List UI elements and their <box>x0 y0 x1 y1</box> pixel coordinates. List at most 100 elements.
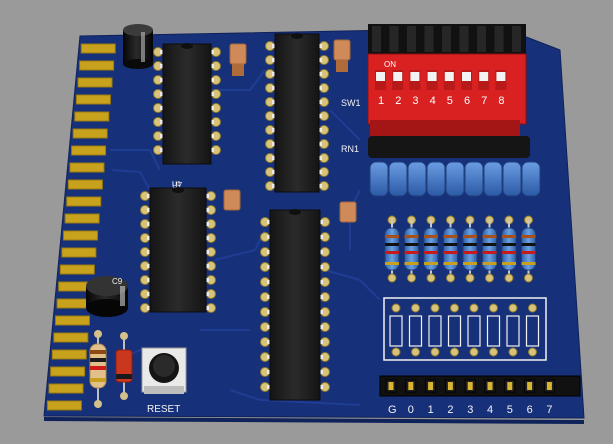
ic-chip-top-left: U7 <box>153 43 221 190</box>
network-resistor <box>464 161 484 197</box>
header-label-3: 3 <box>467 404 473 416</box>
header-pin-G[interactable] <box>388 382 394 390</box>
header-pin-0[interactable] <box>408 382 414 390</box>
network-resistor <box>483 161 503 197</box>
ic-label-u7: U7 <box>172 181 183 190</box>
resistor-row <box>384 215 536 283</box>
resistor <box>521 227 536 271</box>
resistor <box>443 227 458 271</box>
switch-toggle-2[interactable] <box>393 72 403 81</box>
capacitor-label-c9: C9 <box>112 277 123 286</box>
header-label-5: 5 <box>507 404 513 416</box>
switch-number-5: 5 <box>447 95 453 107</box>
switch-toggle-3[interactable] <box>410 72 420 81</box>
switch-number-2: 2 <box>395 95 401 107</box>
gold-finger <box>64 213 100 224</box>
header-label-0: 0 <box>408 404 414 416</box>
switch-number-4: 4 <box>430 95 436 107</box>
led-outline <box>467 315 481 347</box>
header-pin-2[interactable] <box>447 382 453 390</box>
switch-toggle-6[interactable] <box>462 72 471 81</box>
network-resistor <box>369 161 389 197</box>
electrolytic-capacitor-top <box>123 24 153 69</box>
gold-finger <box>59 264 95 275</box>
resistor <box>404 227 419 271</box>
led-outline <box>408 315 423 347</box>
gold-finger <box>77 77 113 88</box>
header-pin-6[interactable] <box>527 382 533 390</box>
gold-finger <box>50 366 86 377</box>
header-label-2: 2 <box>447 404 453 416</box>
network-resistor <box>388 161 408 197</box>
electrolytic-capacitor-c9: C9 <box>86 276 128 317</box>
led-outline <box>486 315 501 347</box>
switch-toggle-4[interactable] <box>427 72 437 81</box>
network-resistor <box>521 161 541 197</box>
resistor <box>482 227 497 271</box>
switch-toggle-7[interactable] <box>479 72 489 81</box>
resistor-network <box>368 136 541 197</box>
header-pin-7[interactable] <box>546 382 552 390</box>
led-outline <box>428 315 442 347</box>
led-bar-footprints <box>383 297 547 361</box>
ic-label-u1: U1 <box>172 181 181 188</box>
header-pin-1[interactable] <box>428 382 434 390</box>
capacitor-c4 <box>339 201 357 223</box>
ic-chip-bottom-middle <box>260 209 330 401</box>
gold-finger <box>54 315 90 326</box>
header-pin-4[interactable] <box>487 382 493 390</box>
resistor <box>501 227 517 271</box>
gold-finger <box>72 128 108 139</box>
led-outline <box>506 315 520 347</box>
gold-finger <box>48 383 84 394</box>
header-pin-3[interactable] <box>467 382 473 390</box>
switch-label-sw1: SW1 <box>341 98 361 108</box>
switch-toggle-8[interactable] <box>496 72 506 81</box>
switch-on-label: ON <box>384 60 396 69</box>
capacitor-c1 <box>229 43 247 65</box>
switch-number-8: 8 <box>498 95 504 107</box>
switch-number-1: 1 <box>378 95 384 107</box>
header-label-1: 1 <box>428 404 434 416</box>
switch-toggle-1[interactable] <box>376 72 385 81</box>
gold-finger <box>56 298 92 309</box>
pin-header[interactable] <box>379 375 581 397</box>
capacitor-c2 <box>333 39 351 61</box>
header-label-7: 7 <box>546 404 552 416</box>
resistor-network-label-rn1: RN1 <box>341 144 359 154</box>
led-outline <box>525 315 540 347</box>
axial-resistor-left <box>89 330 107 408</box>
gold-finger <box>80 43 116 54</box>
gold-finger <box>71 145 107 156</box>
header-pin-5[interactable] <box>507 382 513 390</box>
resistor <box>384 227 400 271</box>
switch-toggle-5[interactable] <box>444 72 454 81</box>
network-resistor <box>407 161 427 197</box>
gold-finger <box>51 349 87 360</box>
led-outline <box>447 315 462 347</box>
switch-number-3: 3 <box>412 95 418 107</box>
gold-finger <box>69 162 105 173</box>
diode <box>115 332 133 400</box>
network-resistor <box>445 161 465 197</box>
header-label-4: 4 <box>487 404 493 416</box>
switch-number-7: 7 <box>481 95 487 107</box>
ceramic-capacitors <box>223 39 357 223</box>
gold-finger <box>46 400 82 411</box>
gold-finger <box>53 332 89 343</box>
resistor <box>462 227 478 271</box>
gold-finger <box>66 196 102 207</box>
reset-label: RESET <box>147 404 180 415</box>
switch-number-6: 6 <box>464 95 470 107</box>
gold-finger <box>63 230 99 241</box>
pcb-board-edge <box>44 417 584 424</box>
network-resistor <box>426 161 446 197</box>
ic-chip-left-middle: U1 <box>140 181 216 313</box>
copper-traces <box>110 69 381 406</box>
network-resistor <box>502 161 522 197</box>
resistor <box>423 227 439 271</box>
reset-button[interactable] <box>141 347 187 394</box>
